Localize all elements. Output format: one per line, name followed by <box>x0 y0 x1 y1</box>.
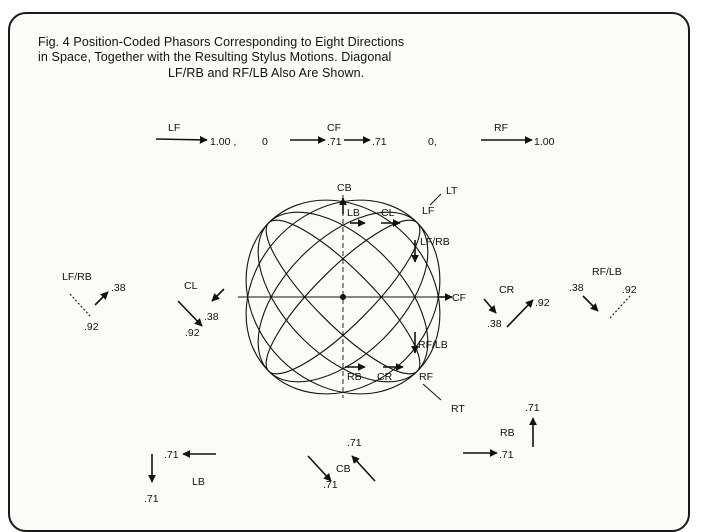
bottom-rb-label: RB <box>500 427 515 439</box>
left-lfrb-38: .38 <box>111 282 126 294</box>
ellipses-rf-lb <box>245 199 441 395</box>
left-cl-38: .38 <box>204 311 219 323</box>
center-arrows <box>339 193 453 401</box>
right-cr-38: .38 <box>487 318 502 330</box>
left-cl-label: CL <box>184 280 198 292</box>
center-dot <box>339 293 347 301</box>
bottom-row: .71 LB .71 .71 CB .71 .71 RB .71 <box>144 402 540 505</box>
top-rf-zero: 0, <box>428 136 437 148</box>
label-lf-rb: LF/RB <box>420 236 450 248</box>
right-rflb-label: RF/LB <box>592 266 622 278</box>
top-lf-value: 1.00 , <box>210 136 236 148</box>
label-rb: RB <box>347 371 362 383</box>
right-rflb-arrow <box>582 295 599 312</box>
label-rt: RT <box>451 403 465 415</box>
top-rf-label: RF <box>494 122 508 134</box>
label-rf: RF <box>419 371 433 383</box>
right-group: CR .38 .92 RF/LB .38 .92 <box>483 266 637 330</box>
top-lf-arrow <box>155 135 208 144</box>
bottom-cb-label: CB <box>336 463 351 475</box>
right-rflb-dotted-arrow <box>609 295 631 319</box>
top-cf-value-1: .71 <box>327 136 342 148</box>
top-cf-label: CF <box>327 122 341 134</box>
left-lfrb-92: .92 <box>84 321 99 333</box>
left-lfrb-label: LF/RB <box>62 271 92 283</box>
bottom-rb-71b: .71 <box>499 449 514 461</box>
bottom-cb-71a: .71 <box>347 437 362 449</box>
right-rflb-38: .38 <box>569 282 584 294</box>
figure-frame <box>8 12 690 532</box>
label-lt: LT <box>446 185 458 197</box>
top-row: LF 1.00 , 0 CF .71 .71 0, RF 1.00 <box>155 122 555 148</box>
bottom-lb-71a: .71 <box>164 449 179 461</box>
bottom-lb-71b: .71 <box>144 493 159 505</box>
bottom-lb-label: LB <box>192 476 205 488</box>
label-rf-lb: RF/LB <box>418 339 448 351</box>
bottom-cb-arrow-1 <box>307 455 332 482</box>
label-lf: LF <box>422 205 434 217</box>
bottom-cb-71b: .71 <box>323 479 338 491</box>
left-cl-arrow-1 <box>177 300 203 327</box>
top-rf-value: 1.00 <box>534 136 555 148</box>
top-lf-zero: 0 <box>262 136 268 148</box>
right-cr-92: .92 <box>535 297 550 309</box>
right-cr-arrow-2 <box>506 299 534 328</box>
label-cf: CF <box>452 292 466 304</box>
label-cr: CR <box>377 371 393 383</box>
lt-leader <box>429 193 442 206</box>
left-group: LF/RB .38 .92 CL .38 .92 <box>62 271 225 339</box>
rt-leader <box>422 383 442 401</box>
top-lf-label: LF <box>168 122 180 134</box>
left-cl-arrow-2 <box>211 288 225 302</box>
caption-line-3: LF/RB and RF/LB Also Are Shown. <box>168 66 365 80</box>
label-cb: CB <box>337 182 352 194</box>
right-rflb-92: .92 <box>622 284 637 296</box>
right-cr-label: CR <box>499 284 515 296</box>
left-cl-92: .92 <box>185 327 200 339</box>
bottom-cb-arrow-2 <box>351 455 376 482</box>
label-cl: CL <box>381 207 395 219</box>
left-lfrb-arrow <box>94 291 109 306</box>
caption-line-1: Fig. 4 Position-Coded Phasors Correspond… <box>38 35 405 49</box>
bottom-rb-71a: .71 <box>525 402 540 414</box>
left-lfrb-dotted-arrow <box>69 293 91 317</box>
right-cr-arrow-1 <box>483 298 497 314</box>
center-labels: CB LB CL LF LT LF/RB CF RF/LB RB CR RF R… <box>337 182 466 415</box>
caption-line-2: in Space, Together with the Resulting St… <box>38 50 392 64</box>
label-lb: LB <box>347 207 360 219</box>
lissajous-figure <box>238 195 441 398</box>
top-cf-value-2: .71 <box>372 136 387 148</box>
ellipse-wide-2 <box>245 199 441 395</box>
